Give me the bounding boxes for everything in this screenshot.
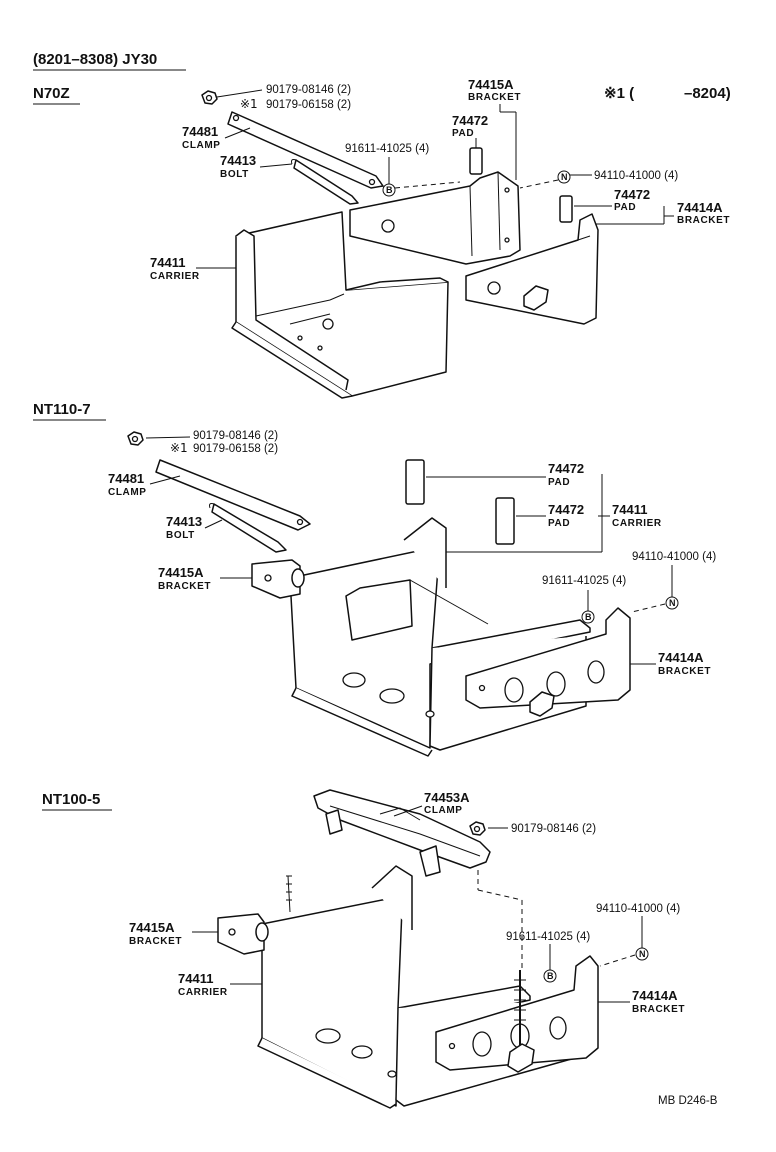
svg-text:N: N [669,598,676,608]
nt100-nut-pn: 90179-08146 (2) [511,823,596,835]
carrier-part [231,211,449,399]
section-nt110-7: NT110-7 90179-08146 (2) ※1 90179-06158 (… [33,401,716,757]
pad-part [469,147,483,175]
n70z-bracket-a-name: BRACKET [468,92,521,103]
nt110-pad1-name: PAD [548,477,570,488]
nut-icon [557,170,571,184]
bracket-b-part [435,955,599,1071]
nt100-bracket-b-name: BRACKET [632,1004,685,1015]
bracket-a-part [349,171,521,265]
asterisk-mark: ※1 [170,441,188,455]
nt110-clamp-name: CLAMP [108,487,147,498]
nt110-pad1-no: 74472 [548,461,584,476]
nt110-nut-pn-alt: 90179-06158 (2) [193,443,278,455]
nt100-clamp-name: CLAMP [424,805,463,816]
n70z-pad1-name: PAD [452,128,474,139]
section-nt100-5: NT100-5 74453A CLAMP 90179-08146 (2) 941… [42,789,685,1109]
n70z-nut-n-pn: 94110-41000 (4) [594,170,678,182]
n70z-bolt-name: BOLT [220,169,249,180]
note-symbol: ※1 ( [604,85,634,102]
nt110-bracket-a-name: BRACKET [158,581,211,592]
bolt-hook [209,503,287,553]
section-n70z: N70Z 90179-08146 (2) ※1 90179-06158 (2) … [33,77,730,399]
model-range: (8201–8308) JY30 [33,51,157,68]
hook-rod [507,970,535,1073]
nt100-bracket-b-no: 74414A [632,988,678,1003]
nut-icon [635,947,649,961]
nt110-washer-pn: 91611-41025 (4) [542,575,626,587]
nt100-washer-pn: 91611-41025 (4) [506,931,590,943]
nt100-nut-n-pn: 94110-41000 (4) [596,903,680,915]
nut-part [201,90,218,105]
section-title-n70z: N70Z [33,85,70,102]
nt110-pad2-no: 74472 [548,502,584,517]
n70z-bracket-b-no: 74414A [677,200,723,215]
n70z-pad2-name: PAD [614,202,636,213]
n70z-carrier-no: 74411 [150,255,185,270]
carrier-part [289,517,591,757]
bolt-hook [291,159,359,205]
carrier-part [257,865,585,1109]
nt100-carrier-name: CARRIER [178,987,228,998]
washer-icon [543,969,557,983]
svg-text:B: B [547,971,554,981]
nt110-bolt-name: BOLT [166,530,195,541]
nut-part [469,821,486,836]
nt100-clamp-no: 74453A [424,790,470,805]
n70z-bracket-a-no: 74415A [468,77,514,92]
svg-text:N: N [639,949,646,959]
n70z-pad1-no: 74472 [452,113,488,128]
nut-icon [665,596,679,610]
nt110-bracket-b-no: 74414A [658,650,704,665]
bracket-a-part [217,913,269,955]
section-title-nt110-7: NT110-7 [33,401,91,418]
pad-part [405,459,425,505]
bracket-b-part [465,213,599,325]
nut-part [127,431,144,446]
svg-text:B: B [386,185,393,195]
n70z-nut-pn-alt: 90179-06158 (2) [266,99,351,111]
n70z-clamp-no: 74481 [182,124,218,139]
washer-icon [581,610,595,624]
nt110-carrier-no: 74411 [612,502,647,517]
nt110-carrier-name: CARRIER [612,518,662,529]
clamp-rod [227,111,384,189]
note-range: –8204) [684,85,731,102]
nt100-bracket-a-no: 74415A [129,920,175,935]
section-title-nt100-5: NT100-5 [42,791,100,808]
nt110-bolt-no: 74413 [166,514,202,529]
bracket-b-part [465,607,631,717]
n70z-washer-pn: 91611-41025 (4) [345,143,429,155]
n70z-nut-pn: 90179-08146 (2) [266,84,351,96]
nt110-pad2-name: PAD [548,518,570,529]
nt100-bracket-a-name: BRACKET [129,936,182,947]
nt110-nut-pn: 90179-08146 (2) [193,430,278,442]
nt110-bracket-a-no: 74415A [158,565,204,580]
nt110-bracket-b-name: BRACKET [658,666,711,677]
n70z-carrier-name: CARRIER [150,271,200,282]
bracket-a-part [251,559,305,599]
svg-text:B: B [585,612,592,622]
nt110-clamp-no: 74481 [108,471,144,486]
nt100-carrier-no: 74411 [178,971,213,986]
clamp-rod [155,459,311,531]
pad-part [495,497,515,545]
footer-code: MB D246-B [658,1095,718,1107]
svg-text:N: N [561,172,568,182]
n70z-pad2-no: 74472 [614,187,650,202]
n70z-clamp-name: CLAMP [182,140,221,151]
nt110-nut-n-pn: 94110-41000 (4) [632,551,716,563]
clamp-bar [313,789,491,877]
asterisk-mark: ※1 [240,97,258,111]
pad-part [559,195,573,223]
n70z-bracket-b-name: BRACKET [677,215,730,226]
n70z-bolt-no: 74413 [220,153,256,168]
